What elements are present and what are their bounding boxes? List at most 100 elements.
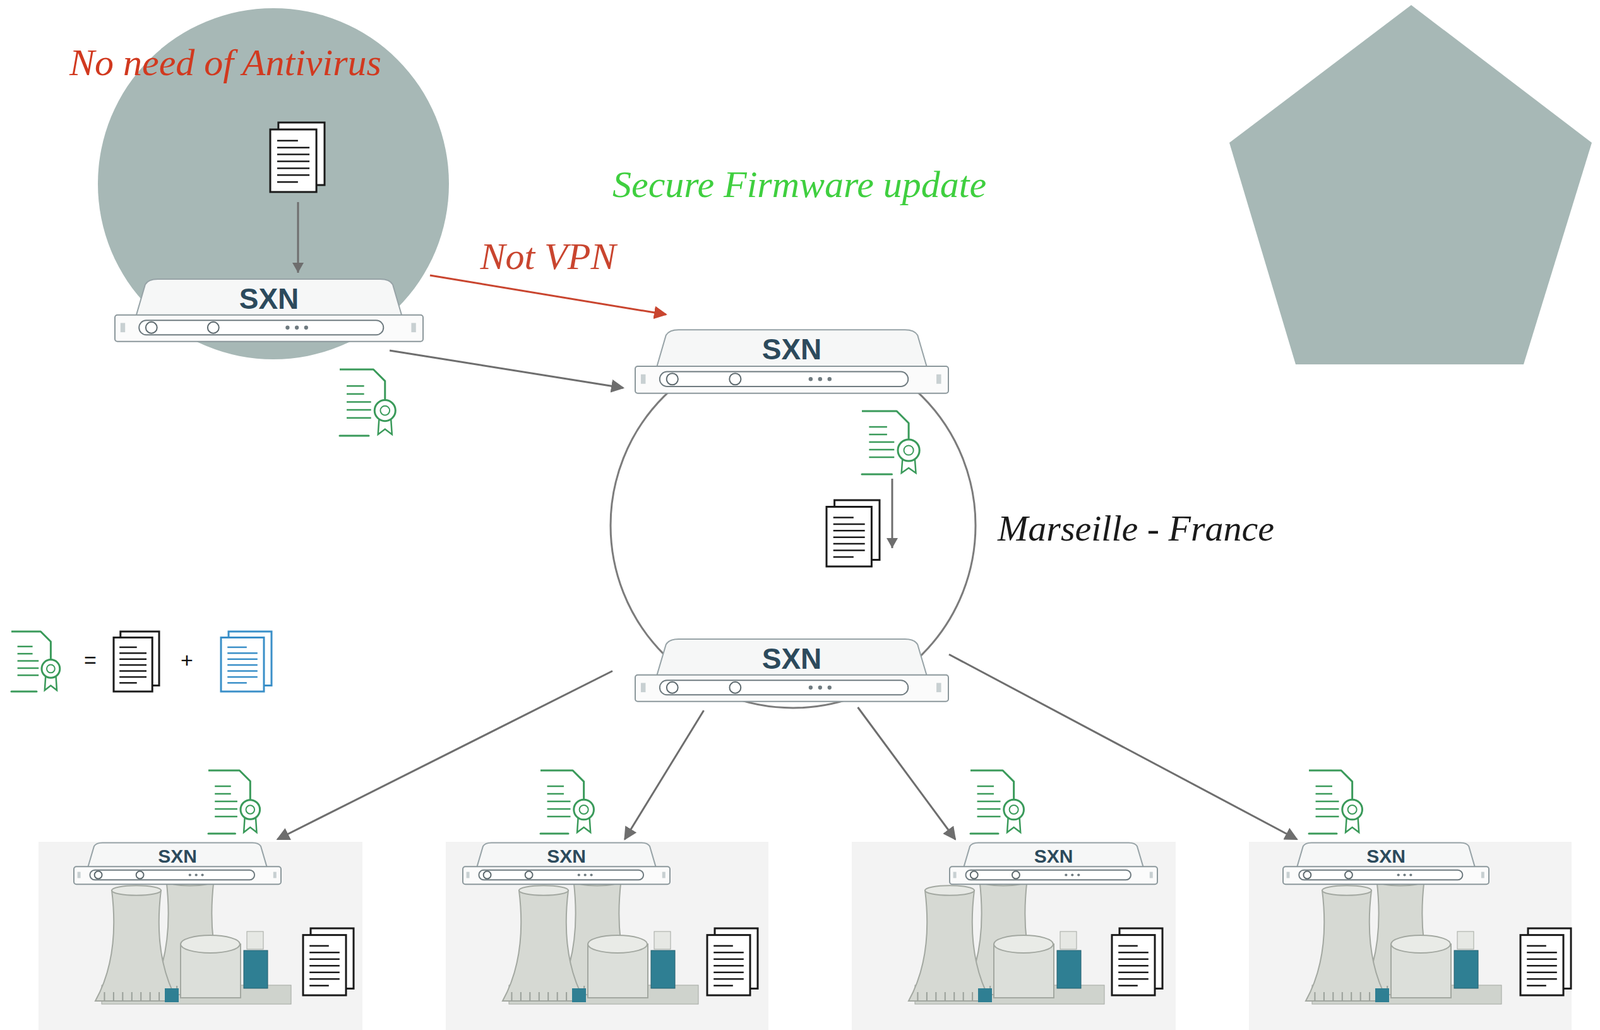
tower-fin (1341, 991, 1344, 1001)
device-led (808, 376, 813, 381)
gateway-device: SXN (634, 328, 950, 396)
certificate-line (977, 793, 994, 795)
device-led (294, 325, 299, 330)
device-front-panel (635, 366, 949, 394)
gateway-device: SXN (462, 841, 671, 886)
document-line (713, 978, 744, 980)
device-led (1070, 873, 1074, 876)
device-led (1409, 873, 1412, 876)
certificate-line (1315, 808, 1340, 811)
tower-fin (113, 991, 115, 1001)
document-line (227, 646, 247, 649)
device-ear-hole (640, 682, 646, 693)
certificate-page (339, 369, 386, 436)
device-bezel (138, 320, 384, 335)
formula-symbol: = (83, 647, 97, 673)
device-front-panel (114, 315, 424, 342)
cooling-tower-top (1322, 885, 1372, 896)
annex-building (978, 988, 992, 1003)
certificate-icon (540, 770, 594, 834)
device-front-panel (73, 866, 281, 884)
document-line (227, 664, 258, 667)
document-icon (1111, 928, 1163, 996)
document-line (227, 652, 258, 655)
transfer-arrow (277, 671, 613, 840)
device-ear-hole (1149, 871, 1153, 879)
certificate-line (1315, 815, 1340, 818)
certificate-icon (339, 369, 396, 436)
certificate-line (547, 793, 564, 795)
certificate-page (11, 631, 51, 692)
device-led (201, 873, 204, 876)
document-line (309, 958, 340, 961)
tower-fin (121, 991, 124, 1001)
document-line (1526, 971, 1558, 974)
tower-fin (556, 991, 559, 1001)
document-line (833, 556, 854, 559)
tower-fin (971, 991, 974, 1001)
certificate-seal (41, 659, 60, 679)
device-led (1402, 873, 1406, 876)
document-icon (113, 631, 160, 692)
document-icon (1520, 928, 1571, 996)
document-page (303, 935, 347, 996)
document-line (833, 536, 866, 538)
certificate-ribbon (44, 674, 57, 691)
tower-fin (529, 991, 531, 1001)
device-name: SXN (634, 332, 950, 367)
device-bezel (965, 870, 1131, 880)
device-button (666, 681, 679, 694)
document-line (119, 669, 147, 672)
gateway-device: SXN (949, 841, 1159, 886)
device-bezel (659, 680, 908, 695)
certificate-line (346, 385, 365, 388)
certificate-line (214, 815, 238, 818)
device-led (1077, 873, 1080, 876)
document-line (119, 676, 147, 679)
device-button (525, 871, 533, 879)
device-ear-hole (1286, 871, 1290, 879)
certificate-page (861, 411, 909, 475)
document-page (826, 507, 872, 568)
alternative-link (429, 275, 667, 315)
device-name: SXN (462, 844, 671, 867)
certificate-line (868, 456, 895, 459)
certificate-line (346, 416, 372, 419)
device-name: SXN (73, 844, 282, 867)
document-page (1111, 935, 1155, 996)
document-line (1526, 945, 1547, 948)
document-line (1118, 971, 1149, 974)
annex-building (1454, 950, 1479, 989)
tower-fin (1368, 991, 1371, 1001)
device-front-panel (1283, 866, 1489, 884)
certificate-line (977, 815, 1001, 818)
transfer-arrow (624, 710, 704, 840)
certificate-line (17, 645, 33, 648)
device-ear-hole (640, 374, 646, 384)
tower-fin (520, 991, 522, 1001)
tower-fin (547, 991, 549, 1001)
document-line (119, 657, 147, 660)
device-led (808, 685, 813, 690)
document-line (1526, 978, 1558, 980)
document-icon (303, 928, 354, 996)
site-ring-outline (610, 342, 976, 708)
plant-ground (38, 841, 363, 1030)
certificate-line (977, 800, 1001, 803)
annex-building (650, 950, 675, 989)
certificate-page (970, 770, 1015, 834)
certificate-icon (970, 770, 1024, 834)
certificate-seal-inner (904, 445, 914, 455)
device-ear-hole (273, 871, 277, 879)
certificate-seal (240, 800, 261, 820)
document-page (220, 637, 264, 693)
tower-fin (140, 991, 142, 1001)
document-line (833, 529, 866, 532)
gateway-device: SXN (1282, 841, 1490, 886)
device-led (818, 376, 823, 381)
device-button (207, 322, 220, 334)
document-line (1118, 958, 1149, 961)
pentagon-shape (1229, 5, 1592, 365)
certificate-line (214, 808, 238, 811)
